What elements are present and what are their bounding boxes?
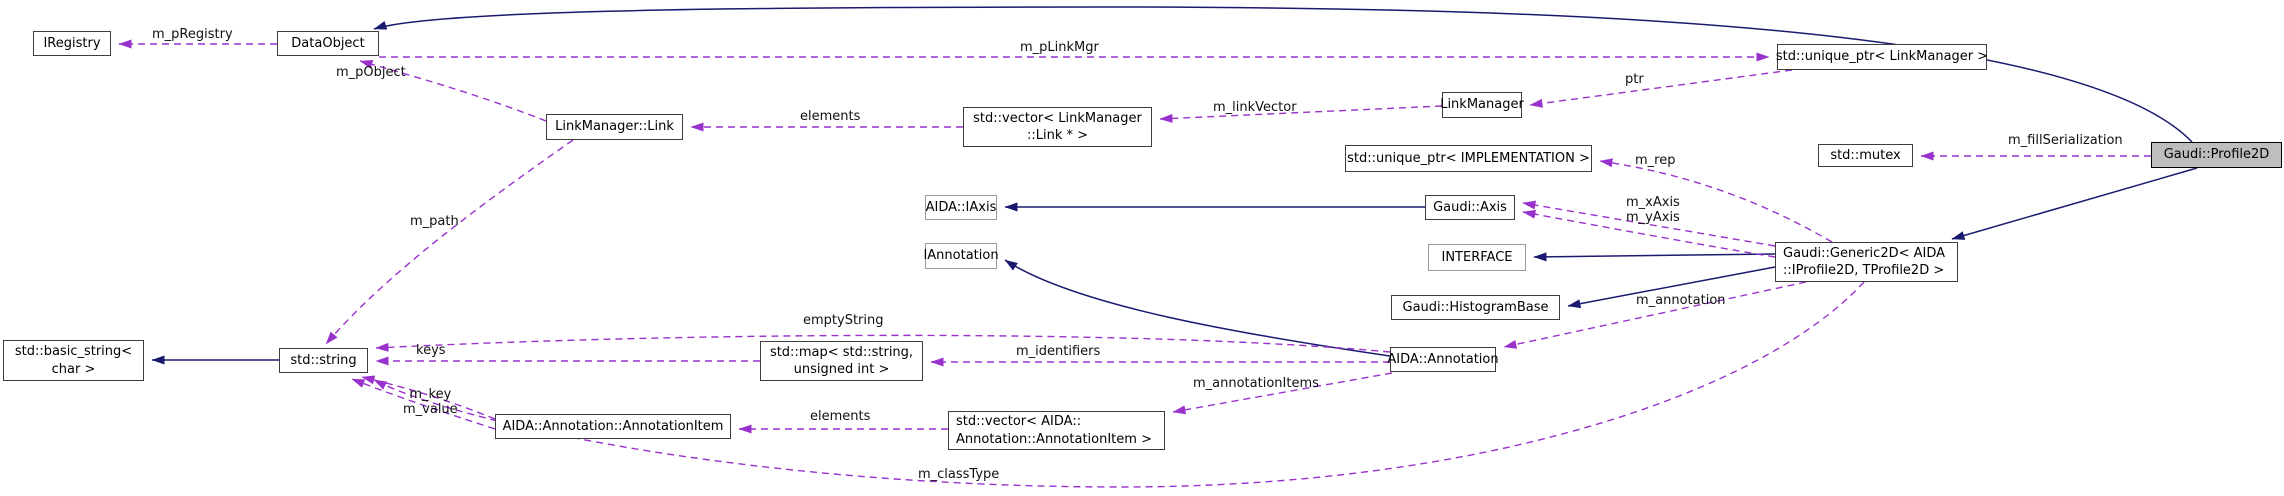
class-node-unique-ptr-implementation[interactable]: std::unique_ptr< IMPLEMENTATION >	[1345, 145, 1592, 172]
node-label: std::unique_ptr< IMPLEMENTATION >	[1347, 150, 1590, 166]
edge-usage-m-annotationitems	[1172, 372, 1393, 415]
node-label: std::map< std::string,	[769, 344, 914, 360]
edge-label-line: m_key	[409, 387, 452, 402]
edge-label-m-identifiers: m_identifiers	[1016, 344, 1101, 359]
edge-label-ptr: ptr	[1625, 72, 1644, 87]
node-label: AIDA::Annotation::AnnotationItem	[502, 418, 724, 434]
edge-label-m-path: m_path	[410, 214, 459, 229]
edge-usage-m-rep	[1599, 158, 1833, 243]
edge-label-line: m_xAxis	[1626, 195, 1680, 210]
class-node-linkmanager-link[interactable]: LinkManager::Link	[546, 114, 683, 140]
edge-usage-m-value	[351, 378, 496, 430]
class-node-linkmanager[interactable]: LinkManager	[1440, 92, 1524, 118]
node-label: std::mutex	[1830, 147, 1901, 163]
class-node-aida-annotation-annotationitem[interactable]: AIDA::Annotation::AnnotationItem	[495, 414, 731, 439]
node-label: INTERFACE	[1441, 249, 1513, 265]
edge-label-emptystring: emptyString	[803, 313, 884, 328]
edge-usage-emptystring	[375, 334, 1391, 353]
class-node-gaudi-generic2d[interactable]: Gaudi::Generic2D< AIDA::IProfile2D, TPro…	[1775, 242, 1958, 282]
node-label: IAnnotation	[923, 248, 999, 264]
node-label: LinkManager::Link	[555, 119, 674, 135]
class-node-iregistry[interactable]: IRegistry	[33, 31, 111, 56]
class-node-aida-iaxis[interactable]: AIDA::IAxis	[925, 195, 997, 220]
node-label: std::vector< LinkManager	[973, 110, 1142, 126]
edge-label-m-annotation: m_annotation	[1636, 293, 1726, 308]
node-label: AIDA::Annotation	[1387, 351, 1499, 367]
node-label: Gaudi::HistogramBase	[1402, 299, 1549, 315]
class-node-dataobject[interactable]: DataObject	[277, 31, 379, 56]
edge-usage-m-xaxis	[1522, 200, 1776, 247]
edge-usage-m-pobject	[359, 60, 547, 122]
edge-label-m-pobject: m_pObject	[336, 65, 406, 80]
class-node-std-mutex[interactable]: std::mutex	[1818, 144, 1913, 167]
node-label: LinkManager	[1440, 97, 1524, 113]
class-node-vector-linkmanager-link[interactable]: std::vector< LinkManager::Link * >	[963, 107, 1152, 147]
node-label: Gaudi::Profile2D	[2163, 147, 2270, 163]
node-label: AIDA::IAxis	[925, 199, 997, 215]
edge-label-m-linkvector: m_linkVector	[1213, 100, 1297, 115]
node-label: ::Link * >	[1026, 128, 1089, 143]
node-label: std::string	[290, 352, 357, 368]
node-label: Gaudi::Axis	[1433, 199, 1507, 215]
class-node-std-map[interactable]: std::map< std::string,unsigned int >	[760, 341, 923, 381]
edge-label-m-pregistry: m_pRegistry	[152, 27, 233, 42]
edge-label-m-plinkmgr: m_pLinkMgr	[1020, 40, 1099, 55]
edge-label-line: m_yAxis	[1626, 209, 1680, 225]
node-label: char >	[51, 361, 96, 377]
edge-label-m-rep: m_rep	[1635, 153, 1676, 168]
edge-usage-m-path	[325, 139, 574, 345]
edge-label-m-fillserialization: m_fillSerialization	[2008, 133, 2123, 148]
class-node-iannotation[interactable]: IAnnotation	[923, 243, 999, 269]
node-label: ::IProfile2D, TProfile2D >	[1783, 263, 1945, 278]
edge-inherit-annotation-iannotation	[1004, 259, 1391, 357]
edge-usage-m-key	[361, 375, 496, 420]
edge-inherit-profile2d-dataobject	[373, 6, 2193, 143]
edge-label-line: m_value	[403, 401, 458, 417]
edge-label-keys: keys	[416, 343, 446, 358]
class-node-std-string[interactable]: std::string	[279, 348, 368, 373]
edge-label-m-classtype: m_classType	[918, 467, 1000, 482]
edge-label-elements-bottom: elements	[810, 409, 871, 424]
edge-usage-ptr	[1529, 69, 1793, 108]
node-label: DataObject	[291, 35, 365, 51]
class-node-gaudi-axis[interactable]: Gaudi::Axis	[1425, 195, 1515, 220]
edge-label-elements-top: elements	[800, 109, 861, 124]
node-label: IRegistry	[43, 35, 101, 51]
node-label: Annotation::AnnotationItem >	[956, 431, 1152, 447]
class-node-aida-annotation[interactable]: AIDA::Annotation	[1387, 347, 1499, 372]
class-node-unique-ptr-linkmanager[interactable]: std::unique_ptr< LinkManager >	[1775, 44, 1989, 70]
node-label: Gaudi::Generic2D< AIDA	[1783, 245, 1946, 261]
class-node-interface[interactable]: INTERFACE	[1428, 244, 1526, 271]
node-label: std::basic_string<	[14, 344, 133, 360]
edge-usage-m-linkvector	[1159, 105, 1443, 123]
edge-inherit-generic2d-interface	[1533, 252, 1776, 262]
node-label: std::unique_ptr< LinkManager >	[1775, 49, 1989, 65]
edge-usage-m-classtype	[373, 281, 1865, 488]
class-node-vector-annotationitem[interactable]: std::vector< AIDA::Annotation::Annotatio…	[948, 411, 1165, 450]
class-node-gaudi-profile2d[interactable]: Gaudi::Profile2D	[2151, 142, 2282, 168]
class-node-std-basic-string[interactable]: std::basic_string<char >	[3, 340, 144, 381]
edge-inherit-profile2d-generic2d	[1951, 167, 2198, 240]
edge-usage-m-annotation	[1503, 281, 1807, 349]
node-label: unsigned int >	[793, 362, 890, 377]
node-label: std::vector< AIDA::	[956, 414, 1082, 430]
class-node-gaudi-histogrambase[interactable]: Gaudi::HistogramBase	[1391, 295, 1560, 320]
edge-label-m-annotationitems: m_annotationItems	[1193, 376, 1319, 391]
edge-inherit-generic2d-histogrambase	[1567, 266, 1776, 309]
